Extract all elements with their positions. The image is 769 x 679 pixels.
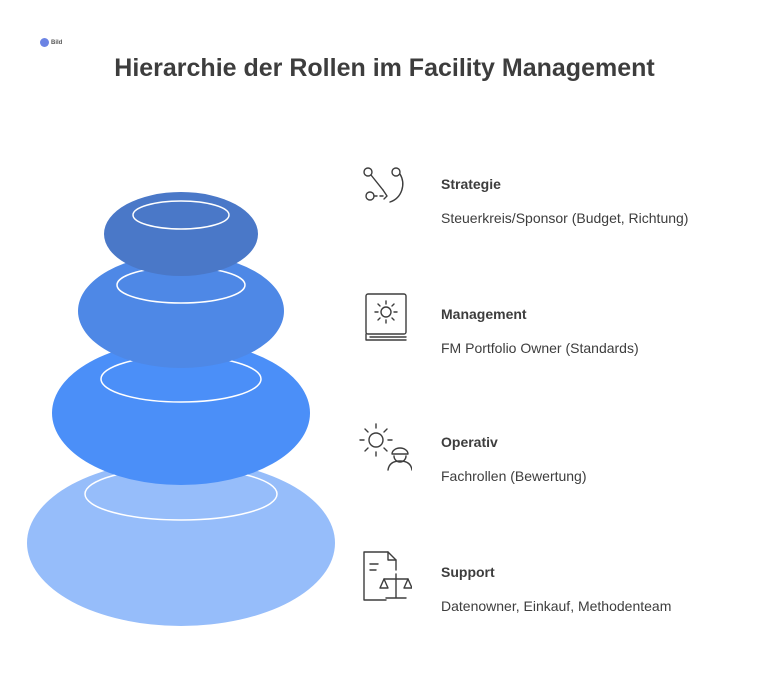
gear-worker-icon — [356, 418, 413, 474]
level-description: Datenowner, Einkauf, Methodenteam — [441, 598, 672, 614]
page-title: Hierarchie der Rollen im Facility Manage… — [114, 54, 655, 82]
document-scale-icon — [356, 548, 413, 604]
level-heading: Management — [441, 306, 527, 322]
gear-book-icon — [356, 290, 412, 346]
ring-strategie — [104, 192, 258, 276]
level-operativ: Operativ Fachrollen (Bewertung) — [356, 418, 756, 498]
level-heading: Support — [441, 564, 495, 580]
level-support: Support Datenowner, Einkauf, Methodentea… — [356, 548, 756, 628]
brand-logo: Bild — [40, 38, 62, 47]
level-description: Steuerkreis/Sponsor (Budget, Richtung) — [441, 210, 689, 226]
level-description: FM Portfolio Owner (Standards) — [441, 340, 639, 356]
logo-text: Bild — [51, 39, 63, 46]
logo-icon — [40, 38, 49, 47]
level-description: Fachrollen (Bewertung) — [441, 468, 587, 484]
level-heading: Operativ — [441, 434, 498, 450]
level-strategie: Strategie Steuerkreis/Sponsor (Budget, R… — [356, 160, 756, 240]
route-icon — [356, 160, 412, 216]
level-heading: Strategie — [441, 176, 501, 192]
level-management: Management FM Portfolio Owner (Standards… — [356, 290, 756, 370]
